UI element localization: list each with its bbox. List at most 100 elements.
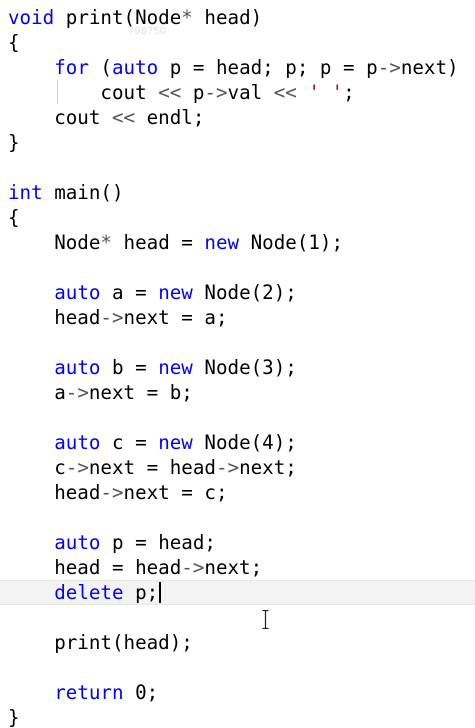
code-token: new [204, 231, 240, 254]
code-token [8, 431, 54, 454]
code-token: p = head; p; p = p [158, 56, 378, 79]
code-token: a = [100, 281, 159, 304]
code-token: << [111, 106, 136, 129]
code-token: Node(2); [192, 281, 297, 304]
code-line[interactable]: return 0; [0, 680, 475, 705]
code-token: * [100, 231, 112, 254]
code-line[interactable] [0, 405, 475, 430]
code-token: return [54, 681, 124, 704]
indent-guide [57, 80, 58, 104]
code-token: p = head; [100, 531, 216, 554]
code-token: cout [8, 81, 159, 104]
code-token: ( [88, 56, 112, 79]
code-token: -> [204, 81, 228, 104]
code-line[interactable]: void print(Node* head) [0, 5, 475, 30]
code-token [8, 356, 54, 379]
code-token: } [8, 706, 20, 728]
code-token: delete [54, 581, 124, 604]
code-line[interactable] [0, 655, 475, 680]
code-line[interactable]: Node* head = new Node(1); [0, 230, 475, 255]
code-line[interactable]: cout << p->val << ' '; [0, 80, 475, 105]
code-token: auto [54, 531, 101, 554]
code-token: ; [343, 81, 355, 104]
code-token: -> [100, 481, 124, 504]
code-token: -> [377, 56, 401, 79]
code-line[interactable]: cout << endl; [0, 105, 475, 130]
code-token: { [8, 206, 20, 229]
code-token: ' ' [308, 81, 344, 104]
code-token: head = head [8, 556, 182, 579]
code-token: next = c; [123, 481, 228, 504]
code-line[interactable]: int main() [0, 180, 475, 205]
code-line[interactable]: auto p = head; [0, 530, 475, 555]
code-line[interactable] [0, 330, 475, 355]
code-line[interactable]: delete p; [0, 580, 475, 605]
code-token: head = [111, 231, 205, 254]
code-token: * [181, 6, 193, 29]
code-line[interactable]: c->next = head->next; [0, 455, 475, 480]
code-token: << [158, 81, 182, 104]
code-token: -> [100, 306, 124, 329]
code-token: 0; [123, 681, 159, 704]
text-caret [159, 582, 161, 603]
code-token: new [158, 431, 193, 454]
code-token: Node(3); [192, 356, 297, 379]
code-token: -> [65, 381, 89, 404]
code-line[interactable]: auto b = new Node(3); [0, 355, 475, 380]
code-token: for [54, 56, 89, 79]
code-line[interactable]: head->next = c; [0, 480, 475, 505]
code-token: main() [42, 181, 124, 204]
code-token: << [273, 81, 297, 104]
code-token: new [158, 356, 193, 379]
code-line[interactable] [0, 505, 475, 530]
code-line[interactable] [0, 255, 475, 280]
code-token: auto [54, 431, 101, 454]
code-token: Node(4); [192, 431, 297, 454]
ibeam-cursor-icon [262, 610, 269, 629]
current-line-highlight [0, 580, 475, 605]
code-line[interactable]: { [0, 205, 475, 230]
code-token: void [8, 6, 55, 29]
code-token: next; [204, 556, 263, 579]
code-line[interactable]: auto a = new Node(2); [0, 280, 475, 305]
code-token: int [8, 181, 43, 204]
code-line[interactable]: a->next = b; [0, 380, 475, 405]
code-token: c [8, 456, 66, 479]
code-token: head) [192, 6, 263, 29]
code-token: next) [400, 56, 459, 79]
code-token [8, 681, 54, 704]
code-token: -> [215, 456, 240, 479]
code-line[interactable]: for (auto p = head; p; p = p->next) [0, 55, 475, 80]
code-token: head [8, 306, 101, 329]
code-token: Node [8, 231, 101, 254]
code-token: new [158, 281, 193, 304]
code-token [8, 581, 54, 604]
code-line[interactable] [0, 605, 475, 630]
code-token: -> [65, 456, 89, 479]
watermark: 798750 [128, 26, 167, 37]
code-token: Node(1); [239, 231, 344, 254]
code-line[interactable]: print(head); [0, 630, 475, 655]
code-line[interactable]: head = head->next; [0, 555, 475, 580]
code-token: val [227, 81, 274, 104]
code-token: } [8, 131, 20, 154]
code-line[interactable]: } [0, 705, 475, 728]
code-line[interactable] [0, 155, 475, 180]
code-token: next = b; [88, 381, 193, 404]
code-token: endl; [135, 106, 205, 129]
code-token [297, 81, 309, 104]
code-line[interactable]: head->next = a; [0, 305, 475, 330]
code-token: auto [111, 56, 159, 79]
code-token: next = head [88, 456, 216, 479]
code-token [8, 281, 54, 304]
code-token: head [8, 481, 101, 504]
code-line[interactable]: { [0, 30, 475, 55]
code-token: print(Node [54, 6, 182, 29]
code-token: a [8, 381, 66, 404]
code-token: c = [100, 431, 159, 454]
code-line[interactable]: } [0, 130, 475, 155]
code-token: auto [54, 356, 101, 379]
code-token: -> [181, 556, 205, 579]
code-line[interactable]: auto c = new Node(4); [0, 430, 475, 455]
